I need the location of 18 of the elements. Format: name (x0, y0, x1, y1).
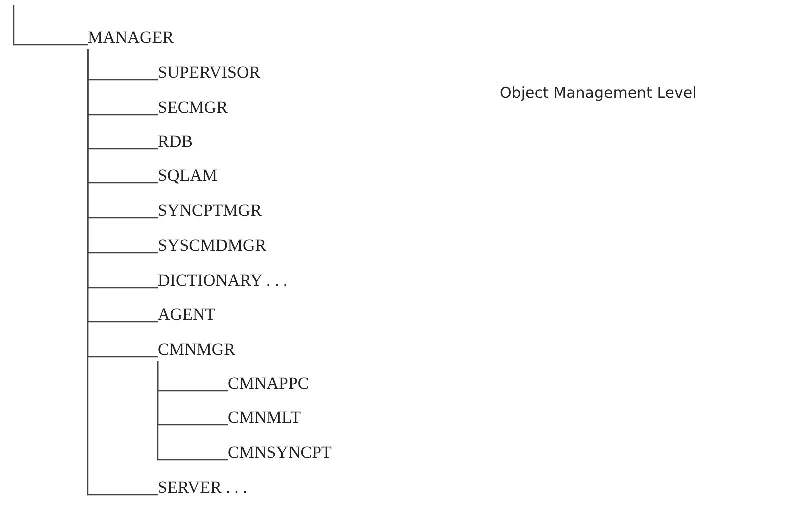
tree-node-label: AGENT (158, 304, 216, 326)
tree-node-label: MANAGER (88, 27, 174, 49)
tree-node-label: SYSCMDMGR (158, 235, 267, 257)
tree-node-label: CMNMGR (158, 339, 236, 361)
tree-connector (157, 361, 228, 461)
tree-node-label: SQLAM (158, 165, 218, 187)
tree-connector (13, 5, 88, 46)
tree-node-label: DICTIONARY . . . (158, 270, 288, 292)
tree-node-label: CMNAPPC (228, 373, 310, 395)
tree-node-label: CMNMLT (228, 407, 302, 429)
tree-node-label: SERVER . . . (158, 477, 248, 499)
tree-node-label: SYNCPTMGR (158, 200, 262, 222)
tree-connector (87, 49, 158, 496)
tree-node-label: SECMGR (158, 97, 228, 119)
level-label: Object Management Level (500, 84, 697, 102)
tree-node-label: SUPERVISOR (158, 62, 261, 84)
tree-node-label: RDB (158, 131, 193, 153)
tree-node-label: CMNSYNCPT (228, 442, 332, 464)
